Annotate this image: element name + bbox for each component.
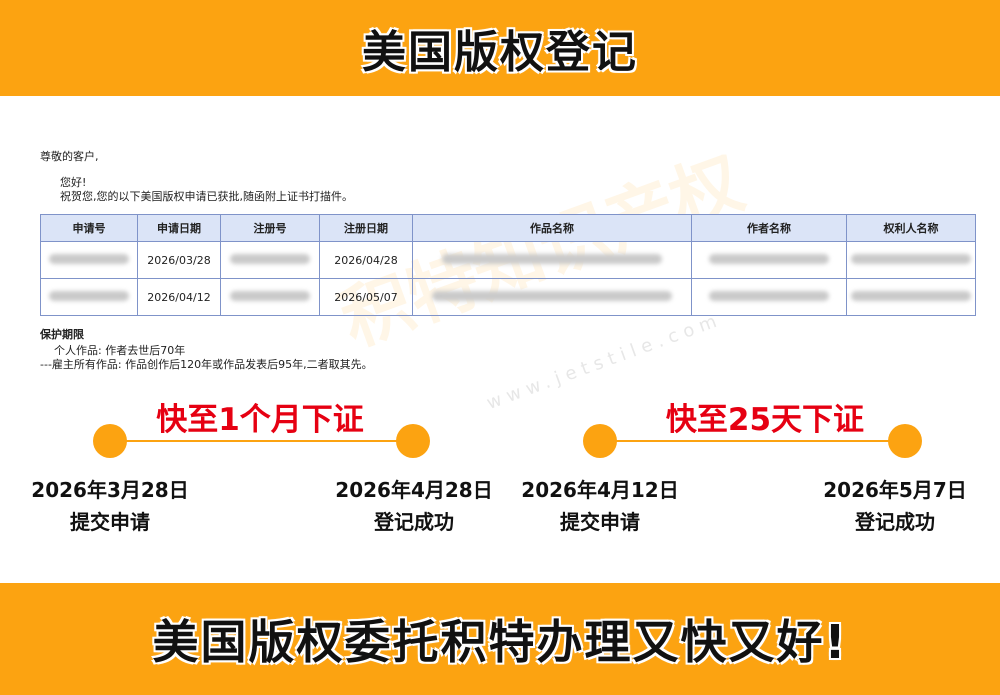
timeline-1-end-date: 2026年4月28日 [335, 478, 493, 502]
protection-line-individual: 个人作品: 作者去世后70年 [54, 344, 186, 357]
registration-date-cell: 2026/04/28 [319, 241, 413, 279]
redacted-cell [220, 241, 320, 279]
timeline-1-end-status: 登记成功 [374, 510, 454, 534]
timeline-2-line [600, 440, 905, 442]
redacted-cell [412, 278, 692, 316]
timeline-1-end-dot [396, 424, 430, 458]
timeline-1-start-status: 提交申请 [70, 510, 150, 534]
timeline-1-start-date: 2026年3月28日 [31, 478, 189, 502]
application-date-cell: 2026/04/12 [137, 278, 221, 316]
redacted-cell [846, 278, 976, 316]
protection-title: 保护期限 [40, 328, 84, 341]
timeline-2-end-date: 2026年5月7日 [823, 478, 967, 502]
letter-hello: 您好! [60, 176, 87, 189]
registration-table: 申请号 申请日期 注册号 注册日期 作品名称 作者名称 权利人名称 2026/0… [40, 214, 976, 316]
col-application-date: 申请日期 [137, 214, 221, 242]
redacted-cell [40, 241, 138, 279]
col-application-number: 申请号 [40, 214, 138, 242]
table-row: 2026/04/12 2026/05/07 [40, 278, 976, 316]
col-author-name: 作者名称 [691, 214, 847, 242]
header-title: 美国版权登记 [362, 27, 638, 78]
col-work-title: 作品名称 [412, 214, 692, 242]
timeline-1-title: 快至1个月下证 [156, 402, 364, 438]
redacted-cell [220, 278, 320, 316]
timeline-2-end-dot [888, 424, 922, 458]
table-header-row: 申请号 申请日期 注册号 注册日期 作品名称 作者名称 权利人名称 [40, 214, 976, 242]
col-registration-number: 注册号 [220, 214, 320, 242]
approval-letter: 积特知识产权 www.jetstile.com 尊敬的客户, 您好! 祝贺您,您… [0, 96, 1000, 414]
col-rights-holder: 权利人名称 [846, 214, 976, 242]
redacted-cell [691, 241, 847, 279]
timeline-2-start-date: 2026年4月12日 [521, 478, 679, 502]
table-row: 2026/03/28 2026/04/28 [40, 241, 976, 279]
timeline-2-start-status: 提交申请 [560, 510, 640, 534]
protection-line-employer: ---雇主所有作品: 作品创作后120年或作品发表后95年,二者取其先。 [40, 358, 373, 371]
letter-greeting: 尊敬的客户, [40, 150, 99, 163]
application-date-cell: 2026/03/28 [137, 241, 221, 279]
timeline-2-end-status: 登记成功 [855, 510, 935, 534]
registration-date-cell: 2026/05/07 [319, 278, 413, 316]
redacted-cell [846, 241, 976, 279]
timeline-2-start-dot [583, 424, 617, 458]
timeline-1-line [110, 440, 410, 442]
redacted-cell [691, 278, 847, 316]
letter-congrats: 祝贺您,您的以下美国版权申请已获批,随函附上证书打描件。 [60, 190, 353, 203]
footer-slogan: 美国版权委托积特办理又快又好! [152, 615, 848, 669]
redacted-cell [40, 278, 138, 316]
redacted-cell [412, 241, 692, 279]
timeline-2-title: 快至25天下证 [665, 402, 865, 438]
col-registration-date: 注册日期 [319, 214, 413, 242]
header-banner: 美国版权登记 [0, 0, 1000, 96]
footer-banner: 美国版权委托积特办理又快又好! [0, 583, 1000, 695]
timeline-1-start-dot [93, 424, 127, 458]
